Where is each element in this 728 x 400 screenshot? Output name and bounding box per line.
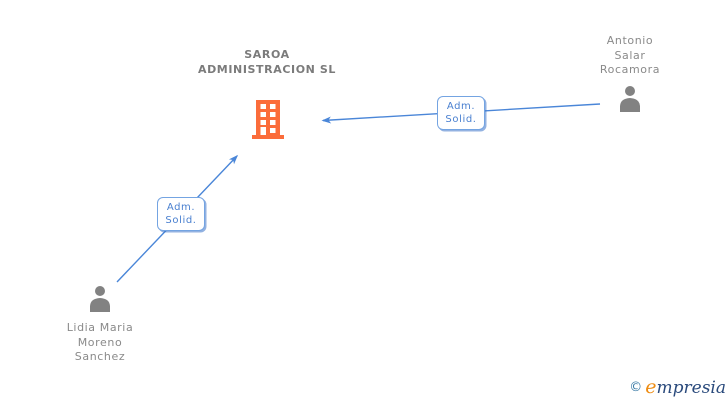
company-node-label[interactable]: SAROA ADMINISTRACION SL (197, 48, 337, 76)
brand-rest: mpresia (656, 378, 727, 398)
person-icon[interactable] (86, 285, 114, 316)
person-node-label[interactable]: Lidia Maria Moreno Sanchez (66, 321, 134, 363)
edge-label-adm-solid: Adm. Solid. (157, 197, 205, 231)
person-node-label[interactable]: Antonio Salar Rocamora (599, 34, 661, 76)
building-icon[interactable] (251, 99, 285, 143)
person-icon[interactable] (616, 85, 644, 116)
brand-first-letter: e (645, 376, 657, 398)
copyright-icon: © (629, 379, 643, 395)
empresia-logo[interactable]: © empresia (629, 376, 727, 398)
brand-wordmark: empresia (645, 376, 727, 398)
edge-label-adm-solid: Adm. Solid. (437, 96, 485, 130)
